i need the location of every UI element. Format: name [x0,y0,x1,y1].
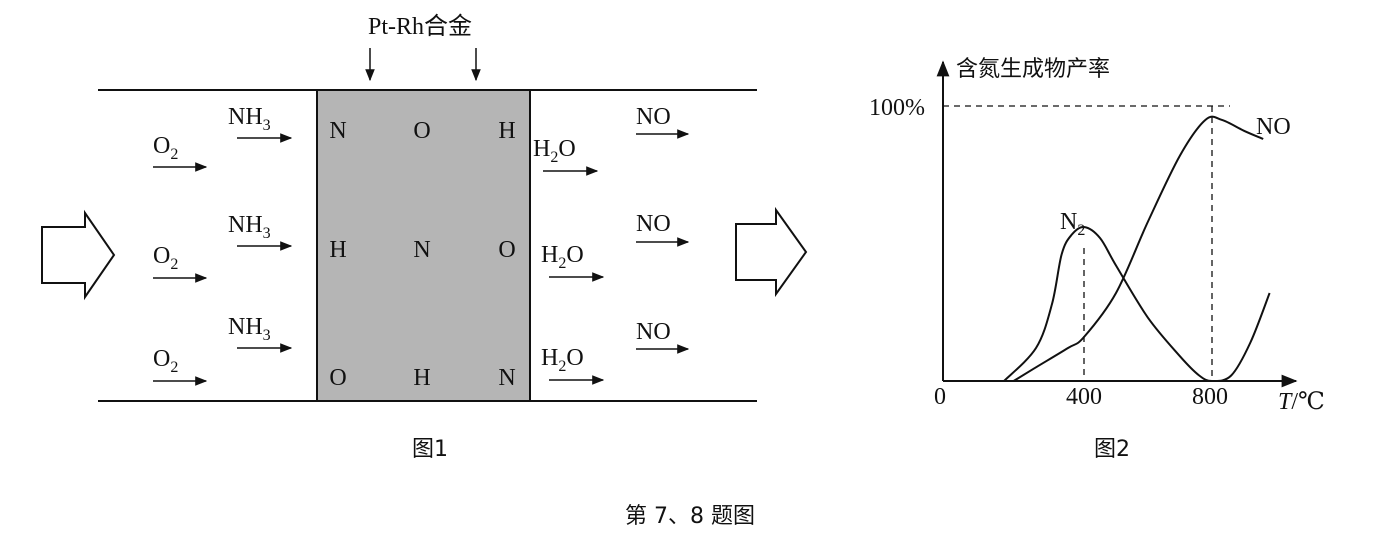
nh3-label: NH3 [228,212,271,242]
h2o-label: H2O [541,242,584,272]
o2-label: O2 [153,243,178,273]
no-label: NO [636,104,671,130]
inflow-hollow-arrow [41,209,116,301]
figure-1: Pt-Rh合金 NH3 O2 NH3 O2 NH3 O2 N O [41,13,808,462]
y-max-tick-label: 100% [869,95,925,121]
atom-letter: O [413,118,430,144]
reactant-row-2: NH3 O2 [153,212,293,283]
x-axis-label: T/℃ [1278,389,1325,415]
figure-1-caption: 图1 [412,437,448,462]
atom-letter: N [413,237,430,263]
catalyst-label: Pt-Rh合金 [368,13,472,40]
atom-letter: O [498,237,515,263]
footer-caption: 第 7、8 题图 [625,504,755,529]
origin-label: 0 [934,384,946,410]
figure-2: 含氮生成物产率 100% 0 400 800 T/℃ NO N2 图2 [869,57,1325,462]
product-row-1: NO H2O [533,104,690,176]
no-curve [1013,115,1264,382]
product-row-3: NO H2O [541,319,690,385]
catalyst-block [316,89,531,402]
o2-label: O2 [153,133,178,163]
h2o-label: H2O [541,345,584,375]
o2-label: O2 [153,346,178,376]
atom-letter: H [413,365,430,391]
atom-letter: H [329,237,346,263]
figure-2-caption: 图2 [1094,437,1130,462]
transition-hollow-arrow [735,206,808,298]
no-label: NO [636,211,671,237]
reactant-row-1: NH3 O2 [153,104,293,172]
nh3-label: NH3 [228,104,271,134]
no-label: NO [636,319,671,345]
atom-letter: N [498,365,515,391]
atom-letter: O [329,365,346,391]
no-curve-label: NO [1256,114,1291,140]
atom-letter: H [498,118,515,144]
x-tick-label: 400 [1066,384,1102,410]
reactant-row-3: NH3 O2 [153,314,293,386]
n2-curve [1003,225,1271,383]
n2-curve-label: N2 [1060,209,1085,239]
nh3-label: NH3 [228,314,271,344]
catalyst-atom-grid: N O H H N O O H N [329,118,515,391]
x-tick-label: 800 [1192,384,1228,410]
atom-letter: N [329,118,346,144]
y-axis-label: 含氮生成物产率 [956,57,1110,82]
h2o-label: H2O [533,136,576,166]
product-row-2: NO H2O [541,211,690,282]
